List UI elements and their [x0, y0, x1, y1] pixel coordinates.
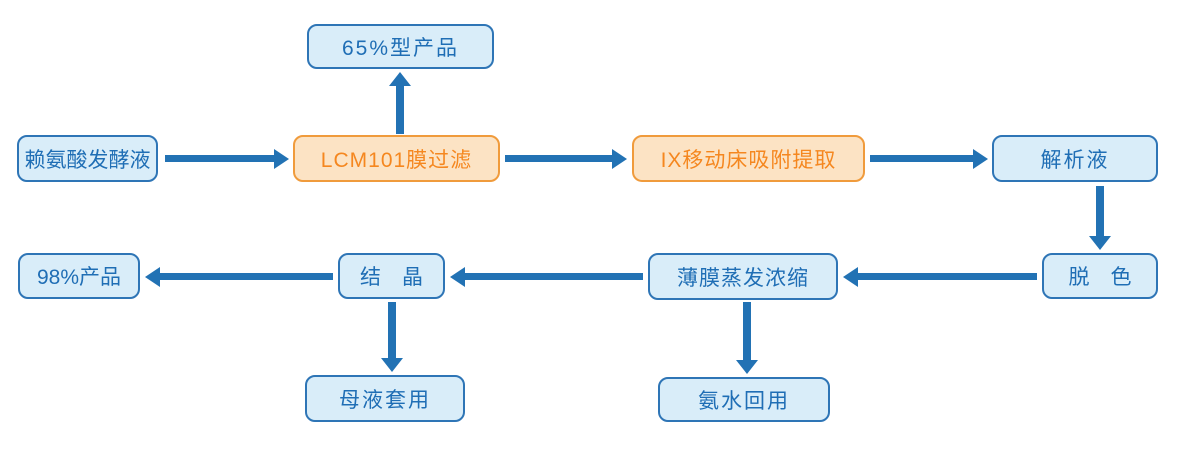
- arrow-feed-to-membrane: [165, 149, 289, 169]
- arrow-shaft: [165, 155, 276, 162]
- node-mother-liquor-reuse: 母液套用: [305, 375, 465, 422]
- arrow-shaft: [870, 155, 975, 162]
- arrow-shaft: [463, 273, 643, 280]
- arrowhead-right-icon: [973, 149, 988, 169]
- arrowhead-right-icon: [274, 149, 289, 169]
- arrow-shaft: [1096, 186, 1104, 238]
- arrow-crystallization-to-product98: [145, 267, 333, 287]
- node-product-98: 98%产品: [18, 253, 140, 299]
- arrowhead-down-icon: [1089, 236, 1111, 250]
- arrow-shaft: [856, 273, 1037, 280]
- node-decolorization: 脱 色: [1042, 253, 1158, 299]
- node-ammonia-reuse: 氨水回用: [658, 377, 830, 422]
- arrow-ix-to-eluate: [870, 149, 988, 169]
- arrow-shaft: [396, 84, 404, 134]
- arrowhead-left-icon: [843, 267, 858, 287]
- node-ix-moving-bed-adsorption: IX移动床吸附提取: [632, 135, 865, 182]
- node-eluate: 解析液: [992, 135, 1158, 182]
- arrow-membrane-to-product65: [389, 72, 411, 134]
- node-crystallization: 结 晶: [338, 253, 445, 299]
- arrow-evaporation-to-ammonia: [736, 302, 758, 374]
- arrowhead-left-icon: [450, 267, 465, 287]
- arrow-shaft: [158, 273, 333, 280]
- arrow-eluate-to-decolor: [1089, 186, 1111, 250]
- arrowhead-right-icon: [612, 149, 627, 169]
- arrowhead-down-icon: [381, 358, 403, 372]
- node-product-65: 65%型产品: [307, 24, 494, 69]
- node-thin-film-evaporation: 薄膜蒸发浓缩: [648, 253, 838, 300]
- arrow-shaft: [388, 302, 396, 360]
- arrow-decolor-to-evaporation: [843, 267, 1037, 287]
- arrow-membrane-to-ix: [505, 149, 627, 169]
- arrowhead-left-icon: [145, 267, 160, 287]
- arrow-evaporation-to-crystallization: [450, 267, 643, 287]
- node-lysine-fermentation-broth: 赖氨酸发酵液: [17, 135, 158, 182]
- arrow-shaft: [505, 155, 614, 162]
- arrow-crystallization-to-mother-liquor: [381, 302, 403, 372]
- node-lcm101-membrane-filtration: LCM101膜过滤: [293, 135, 500, 182]
- arrowhead-down-icon: [736, 360, 758, 374]
- arrow-shaft: [743, 302, 751, 362]
- arrowhead-up-icon: [389, 72, 411, 86]
